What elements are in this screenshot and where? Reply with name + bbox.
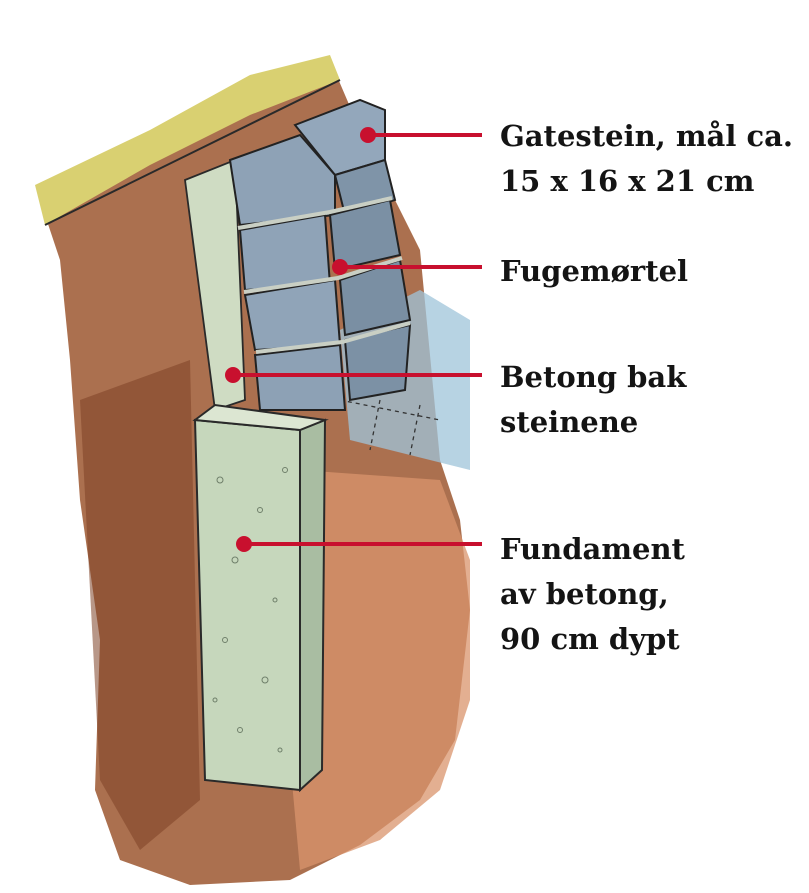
label-betong-bak: Betong bak steinene — [500, 355, 686, 445]
label-gatestein: Gatestein, mål ca. 15 x 16 x 21 cm — [500, 114, 793, 204]
label-betong-bak-line-2: steinene — [500, 405, 639, 439]
label-betong-bak-line-1: Betong bak — [500, 360, 687, 394]
foundation-front — [193, 418, 301, 792]
callout-dot-fundament — [236, 536, 252, 552]
concrete-backing — [184, 158, 246, 412]
foundation-side — [299, 418, 327, 793]
grass-edge-line — [44, 79, 341, 226]
label-fundament-line-3: 90 cm dypt — [500, 622, 680, 656]
label-gatestein-line-1: Gatestein, mål ca. — [500, 119, 794, 153]
callout-dot-betong-bak — [225, 367, 241, 383]
label-fundament-line-2: av betong, — [500, 577, 669, 611]
label-fundament-line-1: Fundament — [500, 532, 685, 566]
grass-strip — [35, 55, 340, 225]
label-fundament: Fundament av betong, 90 cm dypt — [500, 527, 685, 662]
label-fugemortel: Fugemørtel — [500, 249, 688, 294]
foundation-top — [192, 403, 329, 432]
mortar-joints — [237, 196, 411, 354]
concrete-speckles — [212, 467, 288, 753]
callout-dot-fugemortel — [332, 259, 348, 275]
soil-shadow — [80, 360, 200, 850]
label-gatestein-line-2: 15 x 16 x 21 cm — [500, 164, 755, 198]
soil-highlight — [290, 470, 470, 870]
label-fugemortel-line-1: Fugemørtel — [500, 254, 689, 288]
dashed-hidden-edges — [339, 399, 441, 456]
callout-lines — [225, 127, 482, 552]
callout-dot-gatestein — [360, 127, 376, 143]
